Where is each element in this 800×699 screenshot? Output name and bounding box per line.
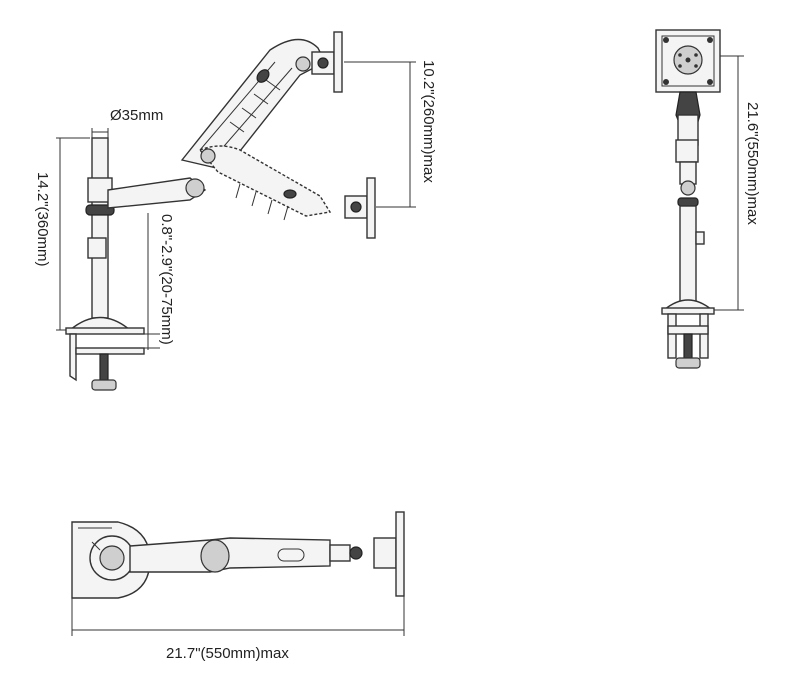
- pole: [91, 137, 109, 319]
- vesa-plate-raised: [333, 31, 343, 93]
- arm-ribs-raised: [229, 79, 281, 133]
- shoulder-joint: [200, 148, 216, 164]
- pole-height-label: 14.2"(360mm): [34, 172, 51, 267]
- arm-front-knob: [680, 180, 696, 196]
- pole-height-dimension: 14.2"(360mm): [34, 137, 90, 331]
- clamp-bottom-plate: [75, 347, 145, 355]
- front-height-dimension: 21.6"(550mm)max: [714, 55, 761, 311]
- pole-stopper-front: [695, 231, 705, 245]
- tilt-joint-raised: [295, 56, 311, 72]
- reach-label: 21.7"(550mm)max: [166, 645, 289, 662]
- clamp-knob: [91, 379, 117, 391]
- vesa-joint-top: [373, 537, 397, 569]
- arm-top-slot: [277, 548, 305, 562]
- vertical-travel-dimension: 10.2"(260mm)max: [344, 60, 437, 208]
- desk-thickness-dimension: 0.8"-2.9"(20-75mm): [140, 213, 175, 350]
- arm-top-joint: [200, 539, 230, 573]
- arm-logo-lowered: [283, 189, 297, 199]
- clamp-front-right: [699, 313, 709, 359]
- reach-dimension: 21.7"(550mm)max: [71, 596, 405, 662]
- pole-ring: [85, 204, 115, 216]
- desk-thickness-label: 0.8"-2.9"(20-75mm): [158, 214, 175, 345]
- clamp-front-screw: [683, 333, 693, 359]
- clamp-arm: [69, 333, 77, 382]
- vesa-plate-top: [395, 511, 405, 597]
- clamp-front-knob: [675, 357, 701, 369]
- elbow-joint: [185, 178, 205, 198]
- clamp-front-bar: [667, 325, 709, 335]
- gas-spring-arm-lowered: [198, 145, 332, 217]
- desk-top-plate: [65, 327, 145, 335]
- clamp-front-left: [667, 313, 677, 359]
- arm-top-knob: [349, 546, 363, 560]
- front-view: 21.6"(550mm)max: [655, 29, 761, 369]
- arm-front-joint: [675, 139, 699, 163]
- pole-ring-front: [677, 197, 699, 207]
- arm-top-tilt: [329, 544, 351, 562]
- arm-ribs-lowered: [235, 183, 289, 221]
- top-view: 21.7"(550mm)max: [71, 511, 405, 662]
- vertical-travel-label: 10.2"(260mm)max: [420, 60, 437, 183]
- clamp-screw: [99, 353, 109, 381]
- side-view: Ø35mm 14.2"(360mm) 0.8"-2.9"(20-75mm): [34, 31, 437, 391]
- arm-top: [129, 537, 331, 573]
- arm-logo-raised: [256, 69, 270, 83]
- desk-plate-front: [661, 307, 715, 315]
- vesa-plate-lowered: [366, 177, 376, 239]
- front-height-label: 21.6"(550mm)max: [744, 102, 761, 225]
- pole-front: [679, 205, 697, 307]
- pole-stopper: [87, 237, 107, 259]
- pole-top-inner: [99, 545, 125, 571]
- pole-diameter-label: Ø35mm: [110, 107, 163, 124]
